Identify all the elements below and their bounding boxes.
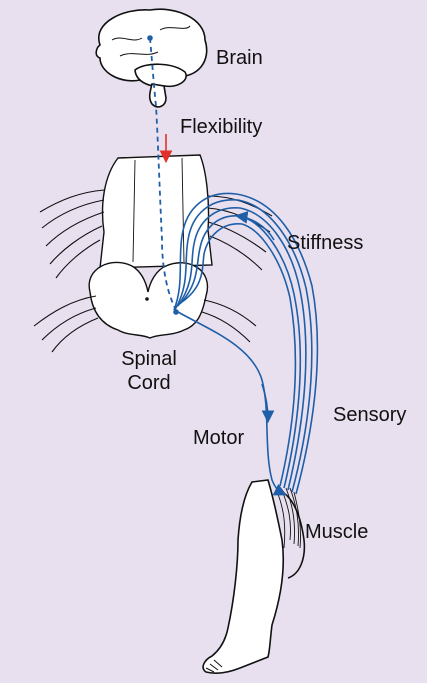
label-muscle: Muscle	[305, 522, 368, 542]
label-cord: Cord	[114, 372, 184, 396]
spinal-neuron-dot	[173, 309, 179, 315]
label-motor: Motor	[193, 428, 244, 448]
motor-pathway	[178, 312, 284, 494]
brain-neuron-dot	[147, 35, 153, 41]
label-brain: Brain	[216, 48, 263, 68]
label-flexibility: Flexibility	[180, 117, 262, 137]
label-spinal-cord: Spinal Cord	[114, 348, 184, 395]
label-spinal: Spinal	[114, 348, 184, 372]
leg-illustration	[203, 480, 304, 673]
label-stiffness: Stiffness	[287, 233, 363, 253]
label-sensory: Sensory	[333, 405, 406, 425]
spinal-column	[34, 155, 272, 352]
